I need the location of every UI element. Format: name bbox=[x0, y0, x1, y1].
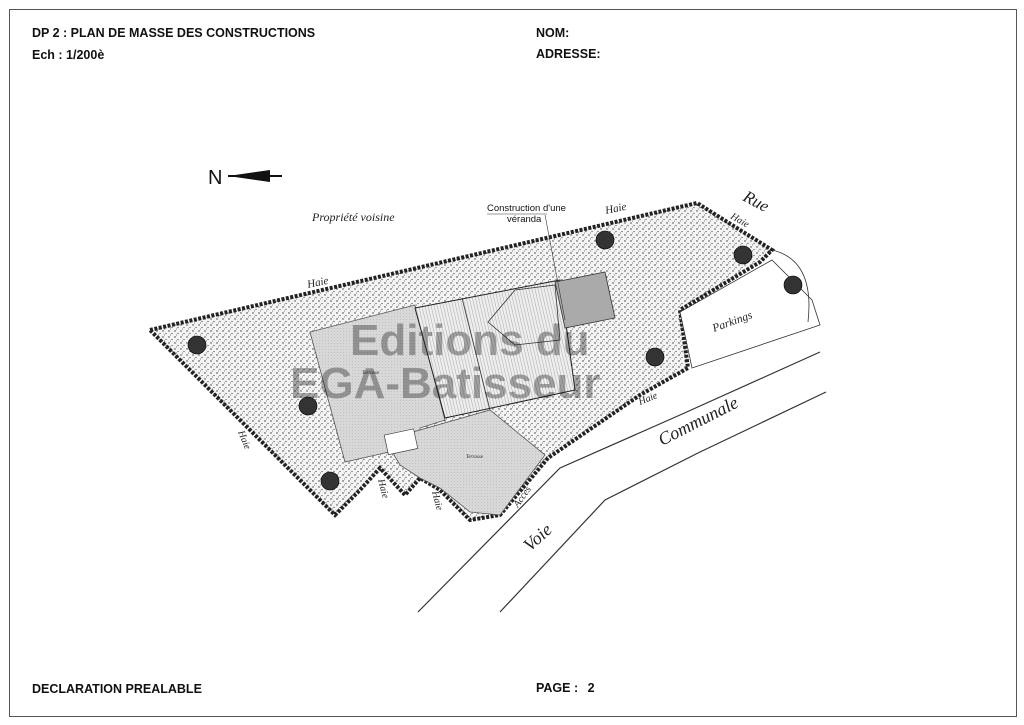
hedge-label: Haie bbox=[429, 489, 445, 512]
terrace-main bbox=[309, 304, 446, 463]
neighbor-property-label: Propriété voisine bbox=[311, 210, 395, 224]
street-label: Rue bbox=[739, 186, 773, 216]
veranda-label: véranda bbox=[507, 214, 542, 225]
tree-icon bbox=[298, 396, 318, 416]
name-label: NOM: bbox=[536, 26, 570, 40]
roof-ridge bbox=[461, 297, 491, 411]
veranda-label: Construction d'une bbox=[487, 203, 566, 214]
form-type-label: DECLARATION PREALABLE bbox=[32, 682, 202, 696]
terrace-lower bbox=[384, 409, 546, 516]
hedge-label: Haie bbox=[603, 201, 628, 217]
road-edge-outer bbox=[499, 391, 827, 613]
tree-icon bbox=[733, 245, 753, 265]
page-number: 2 bbox=[587, 681, 595, 695]
tree-icon bbox=[320, 471, 340, 491]
hedge-label: Haie bbox=[305, 275, 330, 291]
page-indicator: PAGE : 2 bbox=[536, 681, 595, 695]
terrace-label: Terrasse bbox=[362, 371, 380, 376]
plan-title: DP 2 : PLAN DE MASSE DES CONSTRUCTIONS bbox=[32, 26, 316, 40]
tree-icon bbox=[783, 275, 803, 295]
tree-icon bbox=[595, 230, 615, 250]
road-label-voie: Voie bbox=[519, 519, 555, 555]
north-label: N bbox=[208, 167, 222, 189]
watermark: EGA-Batisseur bbox=[290, 359, 601, 408]
hedge-label: Haie bbox=[375, 477, 391, 500]
parking-curve bbox=[771, 249, 810, 323]
plan-scale: Ech : 1/200è bbox=[32, 48, 105, 62]
veranda-stairs bbox=[554, 271, 616, 329]
page-label: PAGE : bbox=[536, 681, 579, 695]
tree-icon bbox=[645, 347, 665, 367]
tree-icon bbox=[187, 335, 207, 355]
address-label: ADRESSE: bbox=[536, 47, 601, 61]
watermark: Editions du bbox=[350, 316, 590, 365]
terrace-label: Terrasse bbox=[466, 455, 484, 460]
veranda-leader bbox=[544, 214, 566, 321]
terrace-stairs bbox=[383, 428, 419, 456]
road-edge-inner bbox=[417, 351, 821, 613]
page-border bbox=[9, 9, 1017, 717]
roof-gable bbox=[487, 284, 561, 346]
